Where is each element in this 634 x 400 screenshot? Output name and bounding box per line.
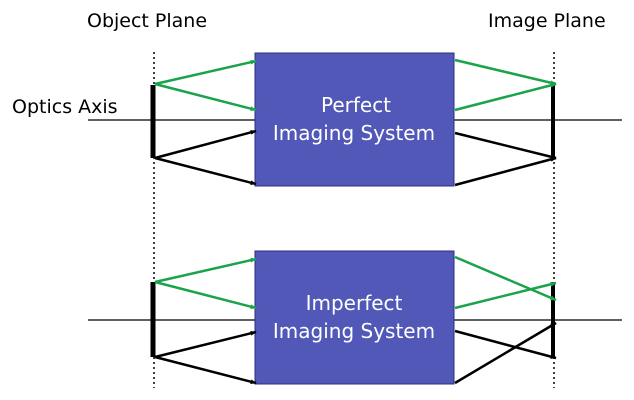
imperfect-system: Imperfect Imaging System [88, 250, 622, 385]
optics-axis-label: Optics Axis [12, 96, 118, 118]
black-ray-in-1 [154, 129, 257, 160]
black-ray-out-2 [454, 156, 557, 187]
black-ray-out-4 [454, 321, 557, 385]
imperfect-imaging-box [254, 250, 455, 385]
green-ray-out-4 [454, 281, 557, 310]
green-ray-in-1 [154, 59, 257, 86]
perfect-label-line2: Imaging System [273, 121, 435, 145]
black-ray-in-4 [154, 355, 257, 385]
green-ray-in-4 [154, 280, 257, 310]
perfect-system: Perfect Imaging System [88, 52, 622, 187]
green-ray-in-2 [154, 82, 257, 112]
perfect-label-line1: Perfect [321, 93, 391, 117]
green-ray-out-3 [454, 255, 557, 302]
perfect-imaging-box [254, 52, 455, 187]
black-ray-out-3 [454, 329, 557, 360]
imperfect-label-line2: Imaging System [273, 319, 435, 343]
green-ray-in-3 [154, 257, 257, 284]
black-ray-in-2 [154, 156, 257, 186]
black-ray-in-3 [154, 330, 257, 359]
green-ray-out-1 [454, 58, 557, 86]
green-ray-out-2 [454, 82, 557, 112]
object-plane-label: Object Plane [87, 10, 207, 32]
imperfect-label-line1: Imperfect [306, 291, 403, 315]
image-plane-label: Image Plane [488, 10, 606, 32]
black-ray-out-1 [454, 131, 557, 160]
